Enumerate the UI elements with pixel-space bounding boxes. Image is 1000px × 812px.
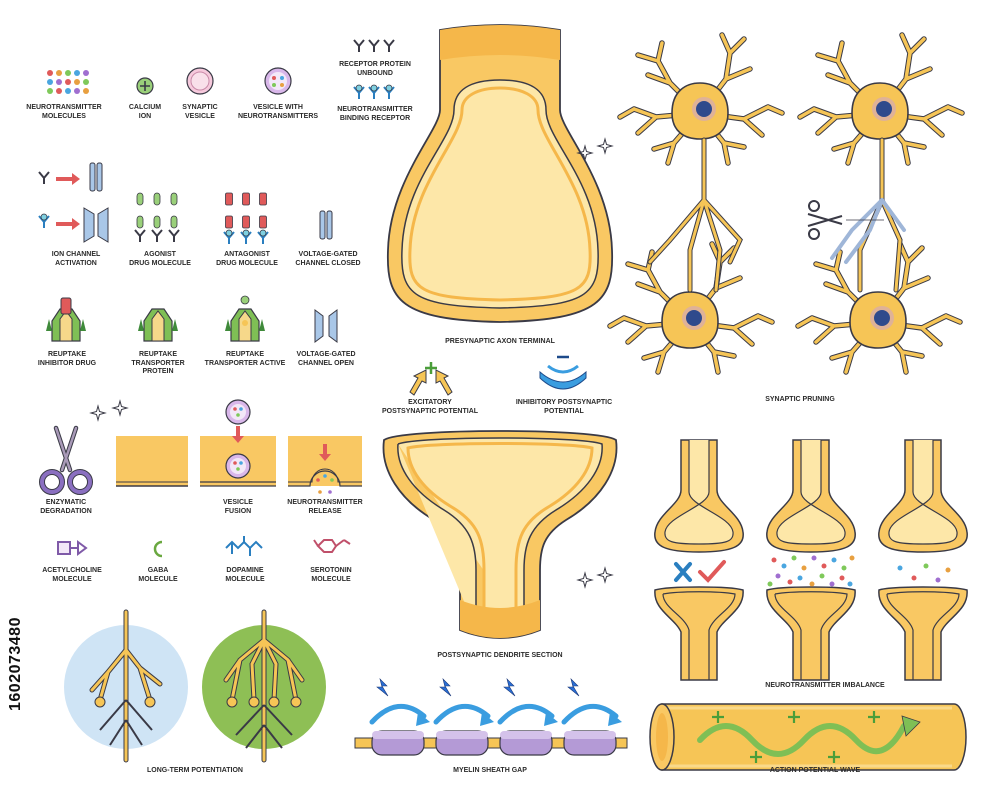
presynaptic-axon-terminal-icon bbox=[386, 24, 614, 323]
reuptake-transporter-protein-icon bbox=[137, 308, 179, 342]
pruned-branches-icon bbox=[830, 198, 906, 264]
action-potential-wave-icon bbox=[649, 703, 967, 771]
stock-id: 1602073480 bbox=[7, 617, 24, 711]
ion-channel-activation-icon bbox=[38, 162, 109, 243]
dopamine-molecule-icon bbox=[225, 536, 263, 556]
imbalance-synapse-2-icon bbox=[766, 439, 856, 681]
receptor-protein-unbound-icon bbox=[353, 39, 395, 53]
synaptic-vesicle-icon bbox=[186, 67, 214, 95]
sparkle-icon bbox=[90, 405, 106, 421]
label-action-potential-wave: ACTION POTENTIAL WAVE bbox=[769, 767, 861, 774]
label-acetylcholine-molecule: ACETYLCHOLINE MOLECULE bbox=[42, 567, 102, 583]
label-reuptake-inhibitor-drug: REUPTAKE INHIBITOR DRUG bbox=[37, 351, 97, 367]
label-reuptake-transporter-protein: REUPTAKE TRANSPORTER PROTEIN bbox=[131, 351, 185, 375]
sparkle-icon bbox=[597, 567, 613, 583]
neuron-right-bottom-icon bbox=[798, 244, 960, 372]
vesicle-fusion-icon bbox=[200, 399, 276, 487]
label-ion-channel-activation: ION CHANNEL ACTIVATION bbox=[51, 251, 101, 267]
neurotransmitter-molecules-icon bbox=[47, 70, 89, 94]
label-vesicle-with-neurotransmitters: VESICLE WITH NEUROTRANSMITTERS bbox=[237, 104, 319, 120]
label-antagonist-drug-molecule: ANTAGONIST DRUG MOLECULE bbox=[216, 251, 278, 267]
label-vesicle-fusion: VESICLE FUSION bbox=[223, 499, 253, 515]
label-myelin-sheath-gap: MYELIN SHEATH GAP bbox=[453, 767, 527, 774]
label-calcium-ion: CALCIUM ION bbox=[128, 104, 162, 120]
neurotransmitter-binding-receptor-icon bbox=[353, 84, 395, 100]
label-voltage-gated-channel-open: VOLTAGE-GATED CHANNEL OPEN bbox=[296, 351, 356, 367]
excitatory-psp-icon bbox=[409, 362, 453, 396]
membrane-panel-icon bbox=[116, 436, 188, 487]
acetylcholine-molecule-icon bbox=[57, 540, 88, 556]
ltp-after-icon bbox=[202, 609, 326, 763]
gaba-molecule-icon bbox=[153, 540, 163, 558]
postsynaptic-dendrite-icon bbox=[382, 430, 618, 639]
label-serotonin-molecule: SEROTONIN MOLECULE bbox=[310, 567, 352, 583]
label-enzymatic-degradation: ENZYMATIC DEGRADATION bbox=[40, 499, 92, 515]
ltp-before-icon bbox=[64, 609, 188, 763]
label-neurotransmitter-release: NEUROTRANSMITTER RELEASE bbox=[287, 499, 363, 515]
label-inhibitory-psp: INHIBITORY POSTSYNAPTIC POTENTIAL bbox=[515, 399, 613, 415]
pruning-scissors-icon bbox=[807, 200, 884, 240]
label-receptor-protein-unbound: RECEPTOR PROTEIN UNBOUND bbox=[339, 61, 411, 77]
label-reuptake-transporter-active: REUPTAKE TRANSPORTER ACTIVE bbox=[204, 351, 286, 367]
label-neurotransmitter-molecules: NEUROTRANSMITTER MOLECULES bbox=[26, 104, 102, 120]
label-presynaptic-axon-terminal: PRESYNAPTIC AXON TERMINAL bbox=[445, 338, 555, 345]
reuptake-inhibitor-drug-icon bbox=[45, 297, 87, 342]
calcium-ion-icon bbox=[136, 77, 154, 95]
label-excitatory-psp: EXCITATORY POSTSYNAPTIC POTENTIAL bbox=[381, 399, 479, 415]
scissors-icon bbox=[39, 425, 93, 495]
label-long-term-potentiation: LONG-TERM POTENTIATION bbox=[147, 767, 243, 774]
label-neurotransmitter-imbalance: NEUROTRANSMITTER IMBALANCE bbox=[765, 682, 885, 689]
label-postsynaptic-dendrite-section: POSTSYNAPTIC DENDRITE SECTION bbox=[437, 652, 563, 659]
label-voltage-gated-channel-closed: VOLTAGE-GATED CHANNEL CLOSED bbox=[295, 251, 361, 267]
label-gaba-molecule: GABA MOLECULE bbox=[138, 567, 178, 583]
voltage-gated-channel-open-icon bbox=[314, 309, 338, 343]
neuron-left-top-icon bbox=[620, 35, 782, 163]
imbalance-synapse-1-icon bbox=[654, 439, 744, 681]
label-dopamine-molecule: DOPAMINE MOLECULE bbox=[225, 567, 265, 583]
label-agonist-drug-molecule: AGONIST DRUG MOLECULE bbox=[129, 251, 191, 267]
inhibitory-psp-icon bbox=[539, 355, 587, 390]
label-neurotransmitter-binding-receptor: NEUROTRANSMITTER BINDING RECEPTOR bbox=[337, 106, 413, 122]
label-synaptic-pruning: SYNAPTIC PRUNING bbox=[765, 396, 835, 403]
antagonist-drug-molecule-icon bbox=[223, 192, 269, 245]
serotonin-molecule-icon bbox=[313, 539, 351, 553]
voltage-gated-channel-closed-icon bbox=[319, 210, 333, 240]
neurotransmitter-release-icon bbox=[288, 436, 362, 494]
agonist-drug-molecule-icon bbox=[134, 192, 180, 243]
sparkle-icon bbox=[597, 138, 613, 154]
sparkle-icon bbox=[112, 400, 128, 416]
reuptake-transporter-active-icon bbox=[224, 295, 266, 342]
label-synaptic-vesicle: SYNAPTIC VESICLE bbox=[182, 104, 218, 120]
vesicle-with-neurotransmitters-icon bbox=[264, 67, 292, 95]
imbalance-synapse-3-icon bbox=[878, 439, 968, 681]
stock-id-sidebar: 1602073480 bbox=[6, 540, 26, 790]
sparkle-icon bbox=[577, 572, 593, 588]
myelin-sheath-gap-icon bbox=[354, 678, 628, 756]
